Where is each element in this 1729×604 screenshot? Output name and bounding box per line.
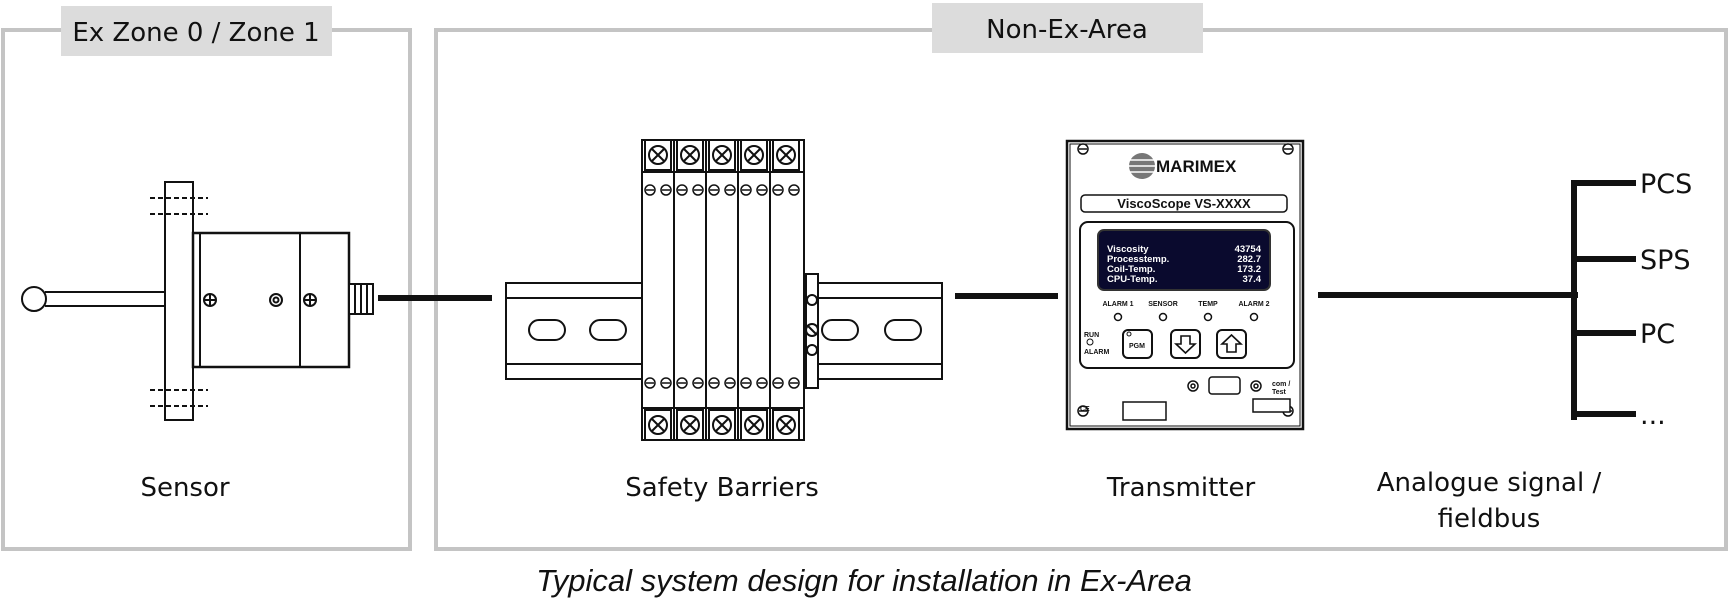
terminal-screw-icon: [740, 139, 768, 171]
reading-label: Coil-Temp.: [1107, 264, 1155, 275]
bus-output-label: ...: [1640, 400, 1666, 431]
small-screw-icon: [756, 184, 768, 196]
terminal-screw-icon: [708, 139, 736, 171]
small-screw-icon: [740, 184, 752, 196]
sensor-icon: [21, 181, 374, 421]
up-arrow-button[interactable]: [1216, 329, 1247, 359]
small-screw-icon: [660, 184, 672, 196]
signal-label-line1: Analogue signal /: [1377, 468, 1602, 498]
bus-output-label: PCS: [1640, 169, 1692, 200]
figure-caption: Typical system design for installation i…: [536, 563, 1192, 598]
terminal-screw-icon: [772, 139, 800, 171]
status-leds: ALARM 1 SENSOR TEMP ALARM 2: [1102, 301, 1270, 322]
small-screw-icon: [788, 377, 800, 389]
ce-mark: CE: [1080, 406, 1090, 413]
terminal-screw-icon: [708, 409, 736, 441]
transmitter-display: [1097, 229, 1271, 291]
small-screw-icon: [644, 184, 656, 196]
small-screw-icon: [692, 184, 704, 196]
terminal-screw-icon: [676, 139, 704, 171]
run-label: RUN: [1084, 332, 1099, 339]
ex-zone-label: Ex Zone 0 / Zone 1: [72, 18, 319, 48]
test-label: Test: [1272, 389, 1287, 396]
transmitter-label: Transmitter: [1106, 473, 1256, 503]
pgm-label: PGM: [1129, 343, 1145, 350]
terminal-screw-icon: [740, 409, 768, 441]
cable-gland-right: [1252, 398, 1291, 413]
terminal-screw-icon: [644, 409, 672, 441]
small-screw-icon: [772, 184, 784, 196]
com-port-icon: [1187, 376, 1262, 395]
small-screw-icon: [692, 377, 704, 389]
small-screw-icon: [708, 377, 720, 389]
bus-output-label: PC: [1640, 319, 1675, 350]
terminal-screw-icon: [772, 409, 800, 441]
terminal-screw-icon: [644, 139, 672, 171]
reading-label: CPU-Temp.: [1107, 274, 1158, 285]
non-ex-zone-label: Non-Ex-Area: [986, 15, 1148, 45]
ex-zone-tab: [61, 6, 332, 56]
led-label: SENSOR: [1148, 301, 1178, 308]
small-screw-icon: [724, 184, 736, 196]
small-screw-icon: [676, 184, 688, 196]
up-arrow-icon: [1219, 333, 1244, 353]
status-led: [1158, 312, 1168, 322]
bus-output-label: SPS: [1640, 245, 1691, 276]
marimex-logo: [1129, 153, 1155, 179]
reading-value: 43754: [1235, 244, 1262, 255]
small-screw-icon: [660, 377, 672, 389]
alarm-label: ALARM: [1084, 349, 1109, 356]
small-screw-icon: [644, 377, 656, 389]
down-arrow-button[interactable]: [1170, 329, 1201, 359]
model-plate: [1080, 194, 1288, 213]
small-screw-icon: [756, 377, 768, 389]
reading-value: 37.4: [1243, 274, 1262, 285]
small-screw-icon: [772, 377, 784, 389]
barriers-label: Safety Barriers: [625, 473, 819, 503]
down-arrow-icon: [1173, 335, 1198, 355]
com-label: com /: [1272, 381, 1290, 388]
safety-barrier-icon: [505, 139, 943, 441]
reading-label: Viscosity: [1107, 244, 1149, 255]
small-screw-icon: [676, 377, 688, 389]
sensor-label: Sensor: [140, 473, 229, 503]
non-ex-zone-tab: [932, 3, 1203, 53]
small-screw-icon: [708, 184, 720, 196]
reading-value: 282.7: [1237, 254, 1261, 265]
terminal-screw-icon: [676, 409, 704, 441]
bus-branches: PCS SPS PC...: [1571, 169, 1692, 431]
led-label: ALARM 2: [1238, 301, 1269, 308]
run-led: [1086, 338, 1094, 346]
signal-label-line2: fieldbus: [1438, 504, 1541, 534]
status-led: [1113, 312, 1123, 322]
small-screw-icon: [724, 377, 736, 389]
cable-gland-left: [1122, 401, 1167, 421]
brand-name: MARIMEX: [1156, 157, 1237, 176]
status-led: [1249, 312, 1259, 322]
pgm-button[interactable]: PGM: [1122, 329, 1153, 359]
small-screw-icon: [788, 184, 800, 196]
barrier-terminals: [644, 139, 800, 441]
status-led: [1203, 312, 1213, 322]
led-label: ALARM 1: [1102, 301, 1133, 308]
reading-label: Processtemp.: [1107, 254, 1169, 265]
model-name: ViscoScope VS-XXXX: [1117, 196, 1251, 211]
led-label: TEMP: [1198, 301, 1218, 308]
reading-value: 173.2: [1237, 264, 1261, 275]
small-screw-icon: [740, 377, 752, 389]
